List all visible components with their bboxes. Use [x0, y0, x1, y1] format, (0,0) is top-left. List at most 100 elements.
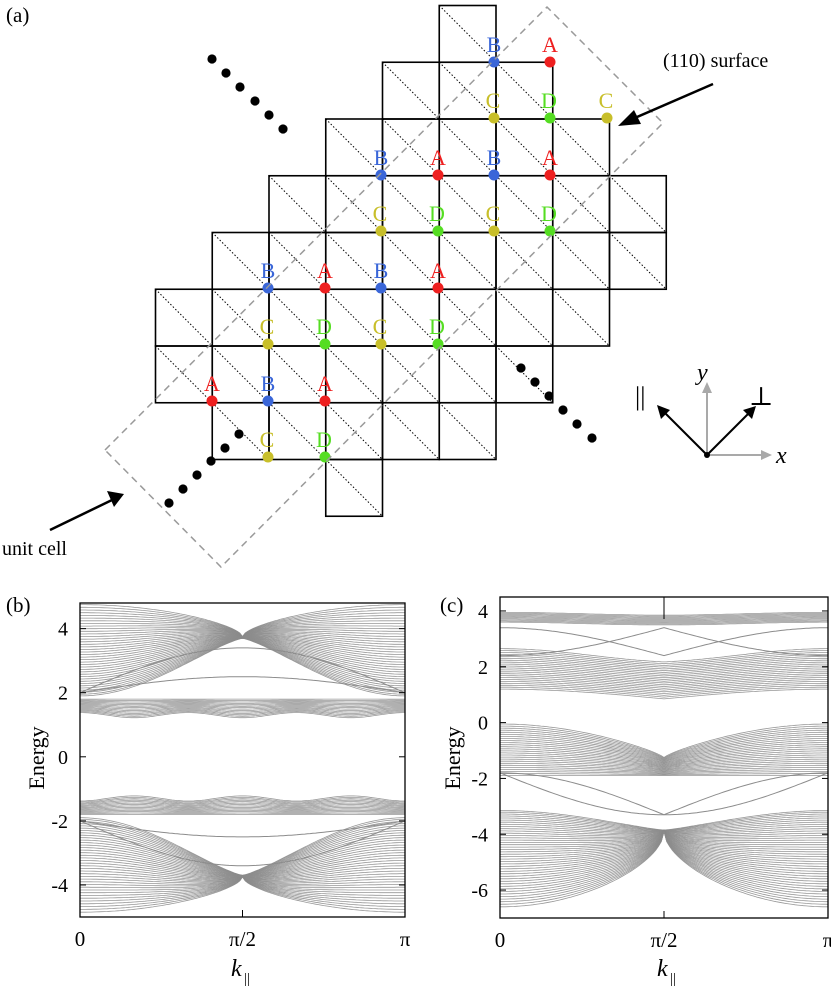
lattice-diagonal — [495, 345, 554, 404]
axes-legend: y x || ⊥ — [635, 360, 787, 469]
band-line — [80, 844, 405, 877]
site-b — [262, 282, 274, 294]
continuation-dot — [278, 124, 288, 134]
band-plot-b — [79, 602, 406, 918]
band-line — [80, 637, 405, 691]
continuation-dot — [221, 68, 231, 78]
continuation-dot — [164, 498, 174, 508]
lattice-diagonal — [382, 61, 440, 120]
band-line — [500, 738, 828, 764]
site-a — [544, 56, 556, 68]
band-line — [500, 627, 828, 657]
band-line — [80, 842, 405, 877]
band-line — [80, 703, 405, 707]
band-line — [500, 667, 828, 680]
panel-c-xlabel: k — [657, 956, 668, 982]
band-line — [80, 801, 405, 806]
y-axis-arrowhead — [702, 382, 712, 393]
site-label-a: A — [204, 371, 220, 396]
band-line — [500, 688, 828, 700]
site-label-c: C — [486, 201, 501, 226]
band-line — [80, 876, 405, 891]
site-label-b: B — [487, 145, 502, 170]
band-line — [500, 740, 828, 764]
surface-label: (110) surface — [663, 50, 768, 72]
site-c — [262, 451, 274, 463]
site-a — [206, 395, 218, 407]
band-line — [500, 679, 828, 691]
lattice-diagonal — [552, 118, 610, 177]
site-label-d: D — [316, 314, 332, 339]
band-line — [500, 654, 828, 668]
lattice-diagonal — [438, 118, 497, 177]
unit-cell-arrow — [49, 498, 113, 532]
band-line — [80, 802, 405, 807]
square-lattice — [154, 4, 668, 518]
lattice-cell — [324, 401, 384, 461]
band-line — [500, 621, 828, 626]
surface-arrow — [629, 82, 714, 122]
site-label-a: A — [542, 32, 558, 57]
lattice-diagonal — [211, 232, 270, 290]
continuation-dot — [572, 419, 582, 429]
band-line — [80, 637, 405, 693]
band-line — [80, 712, 405, 719]
band-line — [80, 820, 405, 867]
panel-b-xlabel: k — [231, 956, 242, 982]
band-line — [80, 707, 405, 713]
parallel-arrow — [661, 409, 708, 456]
xtick-label: π/2 — [651, 928, 678, 952]
band-line — [500, 665, 828, 679]
site-label-d: D — [429, 314, 445, 339]
band-line — [500, 754, 828, 769]
site-label-a: A — [430, 145, 446, 170]
continuation-dot — [587, 433, 597, 443]
band-line — [500, 727, 828, 760]
band-line — [80, 821, 405, 876]
lattice-cell — [551, 118, 611, 177]
lattice-cell — [438, 288, 497, 347]
band-line — [500, 767, 828, 774]
ytick-label: -4 — [51, 875, 68, 897]
lattice-diagonal — [211, 402, 270, 460]
lattice-cell — [608, 174, 668, 234]
panel-b-xlabel-sub: || — [244, 971, 250, 987]
lattice-cell — [268, 174, 327, 234]
lattice-diagonal — [268, 175, 327, 233]
band-line — [500, 723, 828, 758]
site-label-c: C — [599, 88, 614, 113]
lattice-cell — [381, 345, 441, 404]
lattice-diagonal — [438, 5, 497, 63]
band-line — [500, 686, 828, 698]
band-line — [500, 758, 828, 771]
site-a — [319, 395, 331, 407]
lattice-cell — [495, 288, 554, 347]
band-line — [80, 876, 405, 913]
panel-c-ylabel: Energy — [440, 726, 465, 789]
lattice-diagonal — [495, 61, 554, 120]
band-line — [80, 820, 405, 838]
band-lines — [500, 612, 828, 908]
lattice-cell — [608, 231, 668, 291]
band-line — [500, 748, 828, 767]
band-line — [500, 675, 828, 688]
plot-frame — [79, 602, 406, 918]
lattice-cell — [551, 231, 611, 291]
site-b — [488, 169, 500, 181]
lattice-cell — [154, 288, 214, 347]
band-line — [80, 636, 405, 665]
surface-arrowhead — [618, 110, 641, 126]
band-line — [500, 663, 828, 677]
panel-c-yticks: 420-2-4-6 — [471, 601, 828, 902]
lattice-diagonal — [155, 288, 213, 347]
xtick-label: π/2 — [229, 927, 256, 951]
band-line — [500, 627, 828, 657]
continuation-dot — [207, 54, 217, 64]
site-label-d: D — [541, 88, 557, 113]
lattice-diagonal — [211, 345, 270, 404]
band-line — [500, 771, 828, 775]
lattice-diagonal — [438, 232, 497, 290]
band-line — [80, 709, 405, 714]
band-line — [80, 637, 405, 677]
